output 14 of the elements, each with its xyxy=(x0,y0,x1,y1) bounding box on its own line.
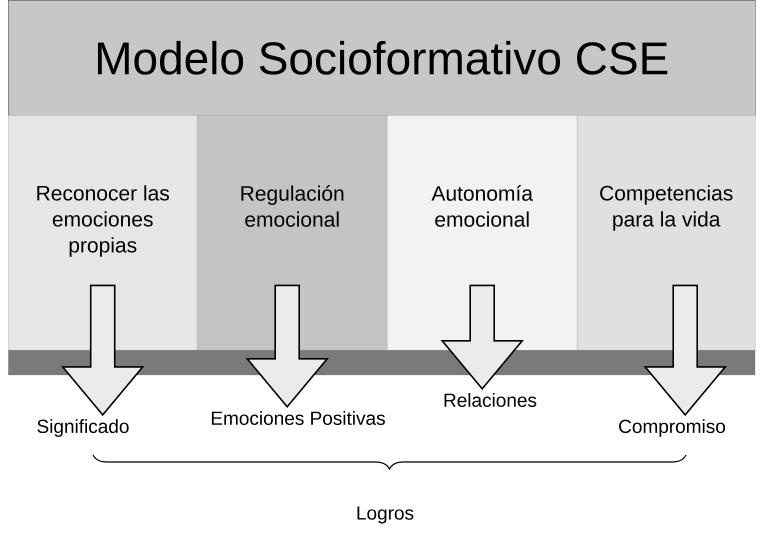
column-box: Reconocer las emociones propias xyxy=(8,115,198,350)
column-box: Regulación emocional xyxy=(197,115,388,350)
column-box: Autonomía emocional xyxy=(387,115,578,350)
group-label: Logros xyxy=(358,506,414,524)
block-arrow xyxy=(644,284,727,416)
block-arrow xyxy=(246,284,329,408)
block-arrow xyxy=(440,284,524,390)
column-box: Competencias para la vida xyxy=(577,115,756,350)
outcome-label: Relaciones xyxy=(444,393,536,407)
title-band: Modelo Socioformativo CSE xyxy=(8,0,756,116)
outcome-label: Significado xyxy=(37,419,129,437)
outcome-label: Compromiso xyxy=(619,419,726,437)
outcome-label: Emociones Positivas xyxy=(212,411,385,425)
block-arrow xyxy=(61,284,144,416)
